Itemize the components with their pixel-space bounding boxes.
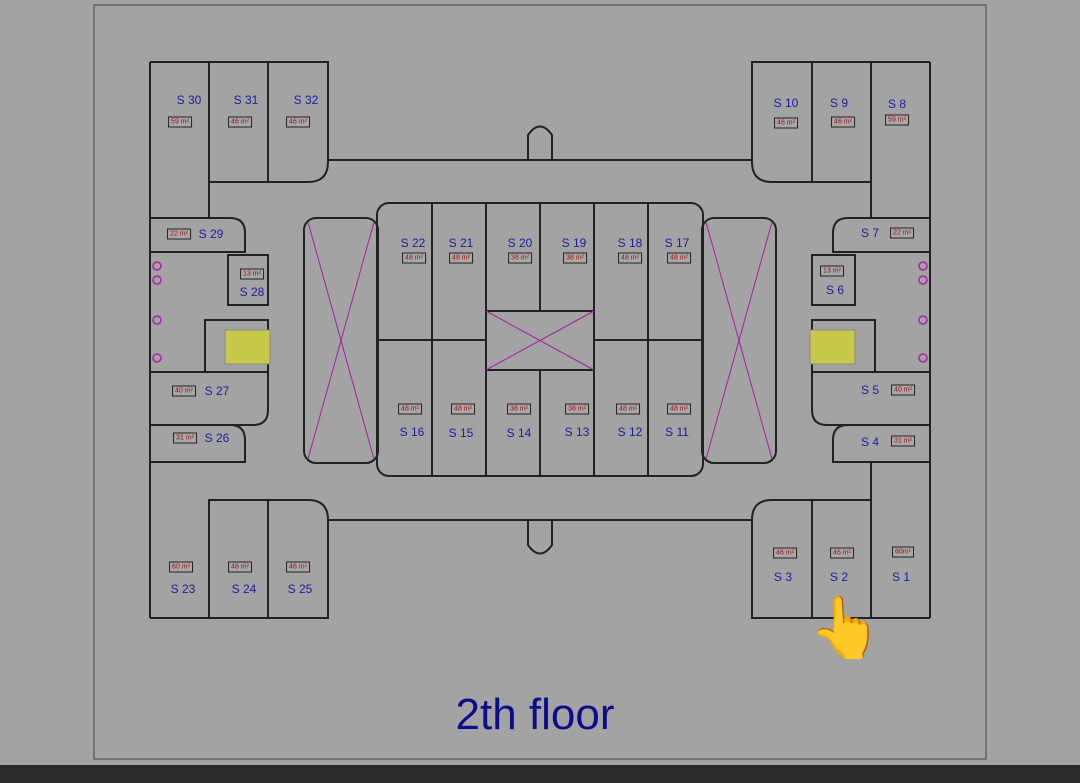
room-label: S 19 [561,236,587,250]
room-area-label: 60 m² [169,561,193,573]
room-area-label: 38 m² [563,252,587,264]
room-label: S 5 [860,383,880,397]
room-area-label: 48 m² [616,403,640,415]
room-label: S 17 [664,236,690,250]
room-area-label: 59 m² [885,114,909,126]
room-area-label: 48 m² [618,252,642,264]
room-area-label: 48 m² [667,403,691,415]
room-area-label: 46 m² [228,561,252,573]
room-label: S 31 [233,93,259,107]
room-label: S 32 [293,93,319,107]
bottom-bar [0,765,1080,783]
room-area-label: 31 m² [891,435,915,447]
room-area-label: 40 m² [172,385,196,397]
room-label: S 2 [829,570,849,584]
room-label: S 8 [887,97,907,111]
room-label: S 26 [204,431,230,445]
room-area-label: 46 m² [286,561,310,573]
room-area-label: 59 m² [168,116,192,128]
room-area-label: 48 m² [398,403,422,415]
room-label: S 7 [860,226,880,240]
room-area-label: 48 m² [667,252,691,264]
room-label: S 23 [170,582,196,596]
room-label: S 1 [891,570,911,584]
room-area-label: 22 m² [890,227,914,239]
stair-top [527,125,553,160]
room-label: S 18 [617,236,643,250]
room-label: S 16 [399,425,425,439]
room-label: S 21 [448,236,474,250]
room-area-label: 46 m² [831,116,855,128]
room-area-label: 46 m² [774,117,798,129]
room-area-label: 31 m² [173,432,197,444]
room-label: S 10 [773,96,799,110]
wall-block-top-right [751,61,930,183]
room-area-label: 46 m² [773,547,797,559]
room-area-label: 48 m² [451,403,475,415]
room-label: S 25 [287,582,313,596]
room-label: S 9 [829,96,849,110]
wall-block-top-left [150,61,329,183]
room-area-label: 38 m² [507,403,531,415]
stair-bottom [527,520,553,555]
room-label: S 13 [564,425,590,439]
room-area-label: 38 m² [565,403,589,415]
floor-title: 2th floor [455,690,615,739]
room-label: S 27 [204,384,230,398]
room-label: S 28 [239,285,265,299]
floor-plan [93,4,987,760]
room-area-label: 46 m² [830,547,854,559]
pointing-hand-icon: 👆 [808,594,883,661]
room-area-label: 22 m² [167,228,191,240]
room-label: S 20 [507,236,533,250]
room-label: S 12 [617,425,643,439]
room-label: S 24 [231,582,257,596]
room-area-label: 48 m² [402,252,426,264]
elevator [485,310,595,371]
room-label: S 3 [773,570,793,584]
room-area-label: 13 m² [240,268,264,280]
room-label: S 4 [860,435,880,449]
room-label: S 14 [506,426,532,440]
room-area-label: 13 m² [820,265,844,277]
room-area-label: 46 m² [286,116,310,128]
room-area-label: 60m² [892,546,914,558]
room-label: S 6 [825,283,845,297]
room-area-label: 48 m² [449,252,473,264]
room-area-label: 40 m² [891,384,915,396]
room-area-label: 46 m² [228,116,252,128]
room-label: S 29 [198,227,224,241]
room-label: S 11 [665,425,689,439]
room-label: S 30 [176,93,202,107]
room-label: S 15 [448,426,474,440]
room-area-label: 38 m² [508,252,532,264]
room-label: S 22 [400,236,426,250]
sheet-border [93,4,987,760]
